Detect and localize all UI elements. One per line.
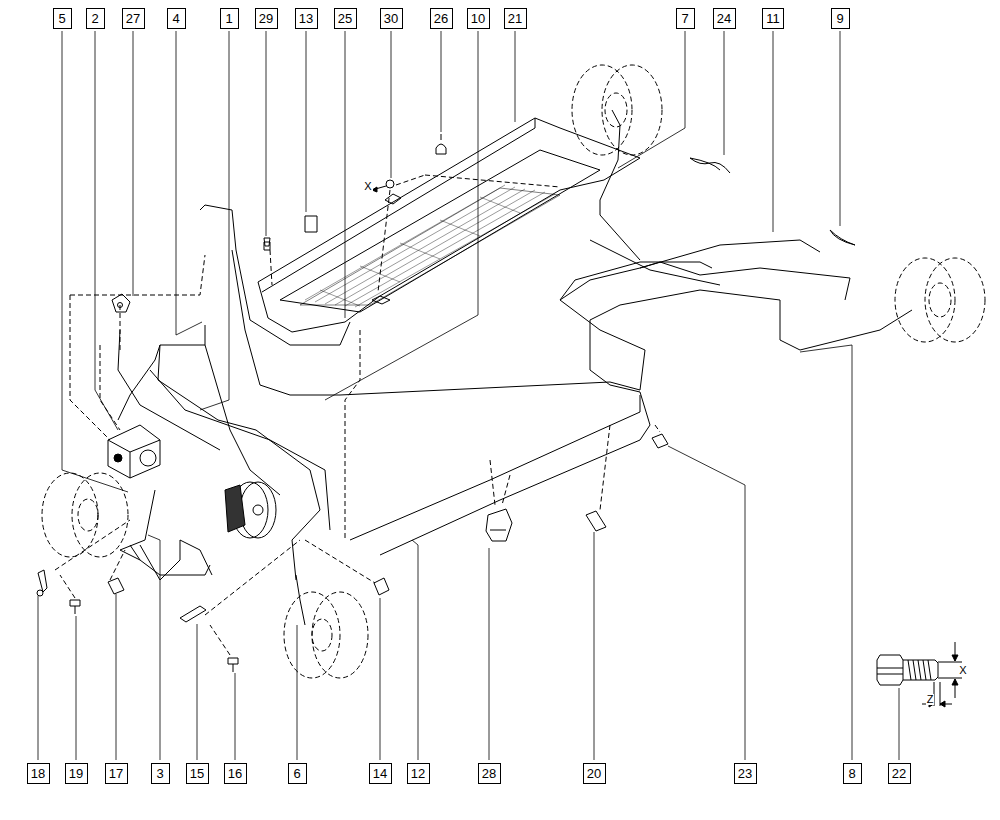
fixing-line	[55, 250, 660, 655]
callout-number: 10	[471, 12, 485, 25]
callout-number: 17	[109, 767, 123, 780]
callout-number: 20	[587, 767, 601, 780]
callout-number: 11	[766, 12, 780, 25]
callout-number: 16	[228, 767, 242, 780]
callout-number: 9	[836, 12, 843, 25]
callout-box: 26	[430, 8, 453, 29]
callout-box: 7	[676, 8, 695, 29]
dimension-letter: Z	[926, 694, 935, 705]
callout-number: 23	[738, 767, 752, 780]
callout-box: 30	[380, 8, 403, 29]
dimension-letter: X	[958, 665, 967, 676]
callout-box: 1	[220, 8, 239, 29]
callout-box: 18	[27, 763, 50, 784]
callout-box: 27	[122, 8, 145, 29]
callout-number: 3	[156, 767, 163, 780]
callout-number: 13	[299, 12, 313, 25]
master-cylinder	[225, 482, 276, 538]
callout-number: 1	[225, 12, 232, 25]
wheel-outline	[42, 65, 985, 678]
callout-box: 15	[186, 763, 209, 784]
callout-number: 26	[434, 12, 448, 25]
dimension-letter: X	[363, 181, 372, 192]
callout-box: 28	[478, 763, 501, 784]
abs-unit	[108, 425, 160, 478]
callout-box: 4	[167, 8, 186, 29]
floor-panel	[258, 118, 640, 332]
callout-box: 3	[151, 763, 170, 784]
callout-number: 19	[69, 767, 83, 780]
callout-box: 22	[888, 763, 911, 784]
brake-pipe	[118, 110, 912, 625]
callout-number: 21	[508, 12, 522, 25]
callout-box: 6	[288, 763, 307, 784]
callout-box: 14	[369, 763, 392, 784]
callout-box: 13	[295, 8, 318, 29]
callout-number: 25	[338, 12, 352, 25]
callout-box: 19	[65, 763, 88, 784]
callout-box: 5	[53, 8, 72, 29]
callout-number: 18	[31, 767, 45, 780]
callout-number: 30	[384, 12, 398, 25]
callout-box: 25	[334, 8, 357, 29]
clip-part	[37, 238, 668, 672]
callout-box: 20	[583, 763, 606, 784]
callout-number: 27	[126, 12, 140, 25]
callout-box: 10	[467, 8, 490, 29]
callout-number: 2	[91, 12, 98, 25]
callout-box: 29	[255, 8, 278, 29]
callout-box: 9	[831, 8, 850, 29]
callout-number: 24	[717, 12, 731, 25]
leader-line	[38, 31, 899, 760]
callout-box: 17	[105, 763, 128, 784]
callout-box: 2	[86, 8, 105, 29]
callout-number: 8	[848, 767, 855, 780]
callout-box: 8	[843, 763, 862, 784]
callout-box: 21	[504, 8, 527, 29]
callout-box: 24	[713, 8, 736, 29]
callout-number: 14	[373, 767, 387, 780]
callout-number: 7	[681, 12, 688, 25]
callout-number: 15	[190, 767, 204, 780]
callout-number: 28	[482, 767, 496, 780]
callout-box: 23	[734, 763, 757, 784]
callout-number: 22	[892, 767, 906, 780]
callout-number: 12	[411, 767, 425, 780]
callout-number: 5	[58, 12, 65, 25]
union-nut-detail	[877, 642, 962, 707]
callout-number: 4	[172, 12, 179, 25]
callout-box: 16	[224, 763, 247, 784]
callout-box: 12	[407, 763, 430, 784]
callout-number: 29	[259, 12, 273, 25]
callout-number: 6	[293, 767, 300, 780]
callout-box: 11	[762, 8, 784, 29]
